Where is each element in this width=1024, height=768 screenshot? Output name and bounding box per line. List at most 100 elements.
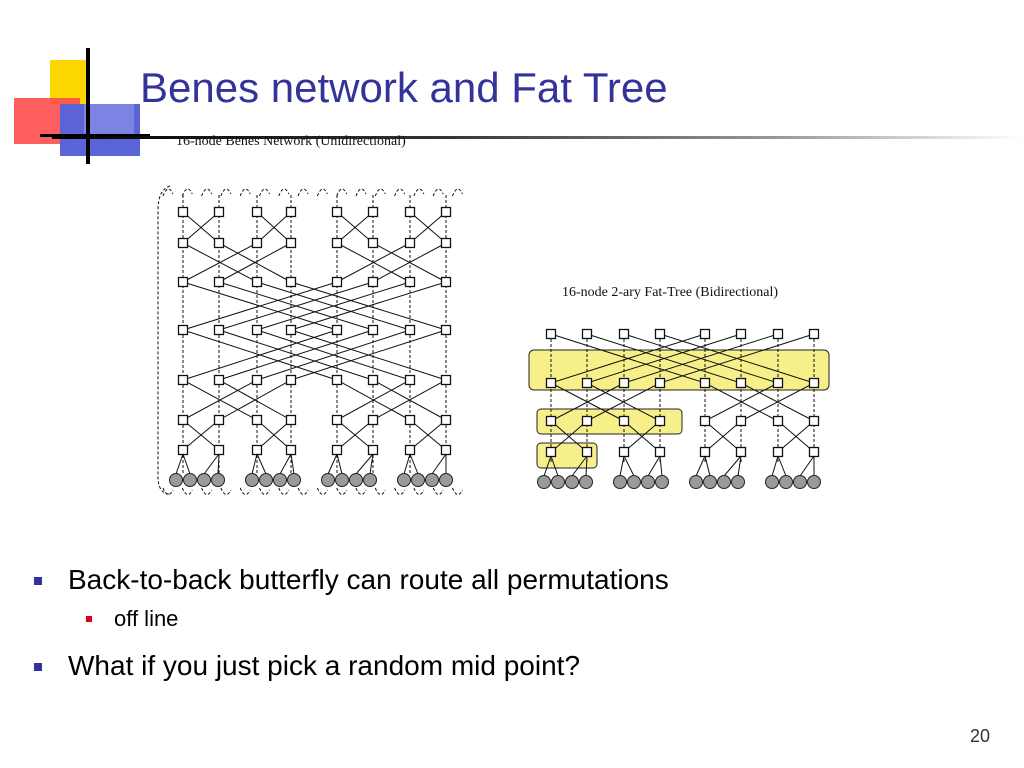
benes-switch: [440, 324, 452, 336]
fattree-link: [550, 382, 625, 422]
fattree-highlight-level2: [528, 349, 830, 391]
bullet-item: Back-to-back butterfly can route all per…: [30, 560, 930, 604]
benes-link: [290, 329, 447, 381]
fattree-leaf-link: [585, 455, 588, 477]
fattree-leaf-node: [565, 475, 579, 489]
benes-loop: [239, 487, 251, 495]
benes-leaf-link: [290, 453, 295, 475]
fattree-switch: [618, 377, 630, 389]
benes-leaf-link: [355, 453, 374, 475]
benes-switch: [177, 374, 189, 386]
benes-loop: [297, 188, 309, 197]
benes-leaf-node: [183, 473, 197, 487]
benes-leaf-link: [217, 453, 220, 475]
benes-switch: [404, 324, 416, 336]
benes-leaf-node: [321, 473, 335, 487]
fattree-switch: [545, 415, 557, 427]
benes-switch: [251, 276, 263, 288]
benes-loop: [201, 188, 213, 197]
benes-loop: [201, 487, 213, 495]
bullet-square-icon: [34, 577, 42, 585]
fattree-leaf-link: [777, 455, 787, 477]
benes-link: [256, 419, 292, 451]
benes-loop: [259, 188, 270, 197]
benes-switch: [404, 206, 416, 218]
fattree-leaf-node: [551, 475, 565, 489]
fattree-link: [550, 333, 706, 384]
fattree-switch: [654, 446, 666, 458]
benes-loop: [181, 188, 193, 197]
benes-switch: [404, 414, 416, 426]
benes-switch: [367, 374, 379, 386]
benes-loop: [413, 487, 425, 495]
benes-switch: [367, 324, 379, 336]
benes-link: [218, 281, 374, 331]
benes-leaf-node: [363, 473, 377, 487]
benes-link: [409, 419, 447, 451]
benes-switch: [404, 374, 416, 386]
benes-switch: [440, 374, 452, 386]
benes-loop: [278, 188, 290, 197]
bullet-square-icon: [34, 663, 42, 671]
fattree-leaf-link: [550, 455, 559, 477]
benes-link: [182, 242, 258, 283]
benes-switch: [177, 276, 189, 288]
benes-leaf-link: [279, 453, 292, 475]
benes-loop: [374, 188, 386, 197]
benes-switch: [367, 276, 379, 288]
sub-bullet-text: off line: [114, 606, 179, 631]
fattree-leaf-node: [703, 475, 717, 489]
benes-leaf-node: [335, 473, 349, 487]
benes-switch: [331, 276, 343, 288]
fattree-leaf-node: [655, 475, 669, 489]
benes-leaf-link: [256, 453, 267, 475]
benes-loop: [220, 487, 232, 495]
benes-switch: [285, 414, 297, 426]
fattree-caption: 16-node 2-ary Fat-Tree (Bidirectional): [562, 285, 779, 300]
benes-loop: [355, 188, 367, 197]
benes-loop: [162, 487, 174, 495]
benes-leaf-link: [175, 453, 184, 475]
benes-loop: [239, 188, 251, 197]
benes-switch: [213, 237, 225, 249]
benes-loop: [316, 188, 328, 197]
benes-switch: [285, 444, 297, 456]
benes-loop: [432, 487, 444, 495]
benes-switch: [285, 276, 297, 288]
benes-link: [372, 242, 447, 283]
benes-switch: [404, 276, 416, 288]
benes-leaf-link: [409, 453, 419, 475]
benes-leaf-link: [403, 453, 411, 475]
fattree-switch: [581, 377, 593, 389]
fattree-switch: [772, 415, 784, 427]
fattree-leaf-node: [793, 475, 807, 489]
fattree-leaf-link: [619, 455, 625, 477]
benes-leaf-node: [211, 473, 225, 487]
benes-switch: [251, 444, 263, 456]
benes-switch: [251, 374, 263, 386]
benes-leaf-node: [349, 473, 363, 487]
benes-link: [336, 242, 411, 283]
fattree-link: [740, 382, 815, 422]
fattree-switch: [735, 377, 747, 389]
benes-loop: [452, 188, 463, 197]
fattree-switch: [699, 328, 711, 340]
fattree-leaf-link: [695, 455, 706, 477]
fattree-leaf-link: [623, 455, 635, 477]
benes-leaf-link: [203, 453, 220, 475]
benes-link: [182, 329, 338, 381]
benes-switch: [440, 414, 452, 426]
benes-switch: [177, 444, 189, 456]
benes-switch: [285, 374, 297, 386]
fattree-leaf-node: [613, 475, 627, 489]
fattree-leaf-node: [779, 475, 793, 489]
benes-leaf-node: [197, 473, 211, 487]
bullet-text: What if you just pick a random mid point…: [68, 650, 581, 681]
sub-bullet-square-icon: [86, 616, 92, 622]
fattree-switch: [581, 446, 593, 458]
benes-loop: [432, 188, 444, 197]
benes-loop: [452, 487, 463, 495]
fattree-switch: [699, 415, 711, 427]
benes-link: [372, 379, 447, 421]
